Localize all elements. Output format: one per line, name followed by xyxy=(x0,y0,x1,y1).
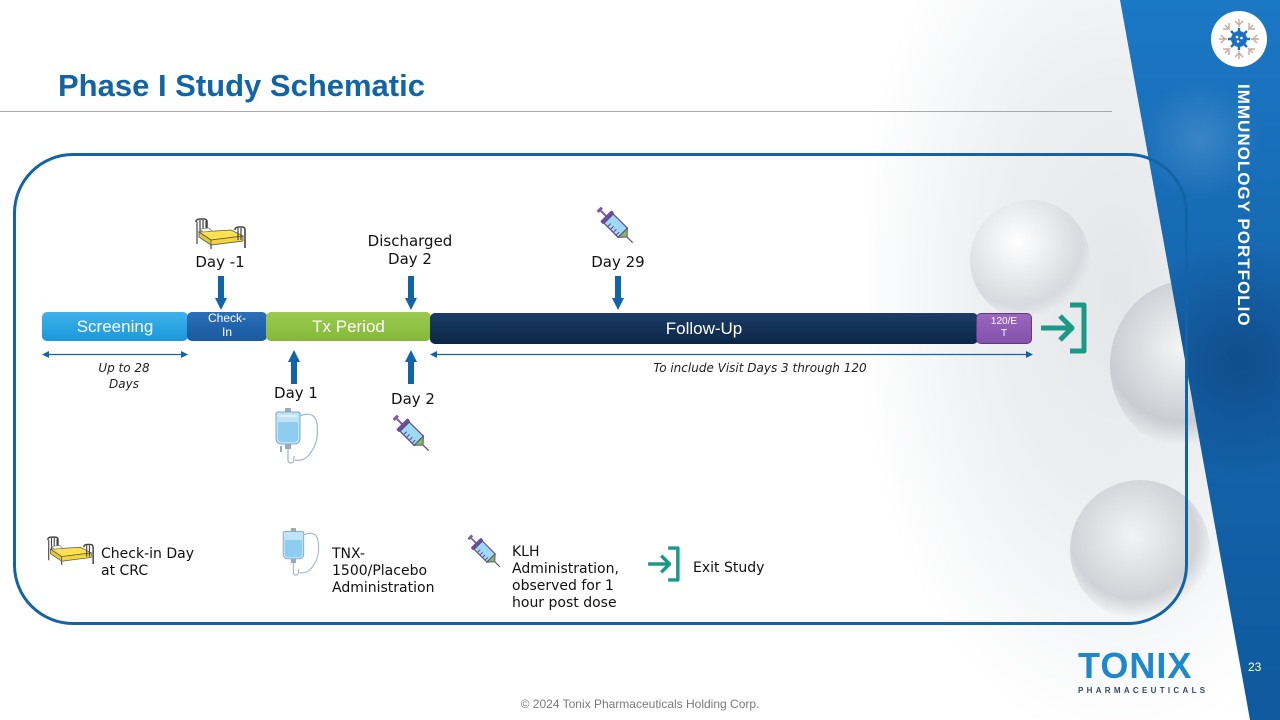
legend-klh-line4: hour post dose xyxy=(512,595,617,611)
marker-discharged-line1: Discharged xyxy=(367,232,453,250)
legend-klh-line1: KLH xyxy=(512,544,540,560)
syringe-icon xyxy=(392,414,430,452)
phase-screening: Screening xyxy=(42,312,188,341)
title-divider xyxy=(0,111,1112,112)
screening-range-line2: Days xyxy=(109,377,139,391)
follow-up-range-arrow xyxy=(430,351,1033,358)
legend-tnx-line3: Administration xyxy=(332,580,435,596)
exit-icon xyxy=(1041,302,1087,354)
marker-discharged-line2: Day 2 xyxy=(388,250,432,268)
screening-range-line1: Up to 28 xyxy=(98,361,150,375)
legend-iv-bag-icon xyxy=(282,528,320,576)
legend-check-in-text: Check-in Day at CRC xyxy=(101,546,194,580)
iv-bag-icon xyxy=(275,408,318,464)
down-arrow-icon xyxy=(215,276,227,310)
marker-day-minus-1-label: Day -1 xyxy=(195,253,245,271)
syringe-icon xyxy=(596,206,634,244)
phase-tx-period: Tx Period xyxy=(266,312,431,341)
virus-icon xyxy=(1219,19,1259,59)
legend-bed-icon xyxy=(47,536,94,565)
legend-check-in-line2: at CRC xyxy=(101,563,149,579)
screening-range-arrow xyxy=(42,351,188,358)
up-arrow-icon xyxy=(405,350,417,384)
legend-check-in-line1: Check-in Day xyxy=(101,546,194,562)
tonix-logo-sub: PHARMACEUTICALS xyxy=(1078,686,1209,695)
marker-day-29-label: Day 29 xyxy=(591,253,645,271)
page-number: 23 xyxy=(1248,660,1262,674)
phase-end-of-treatment: 120/ET xyxy=(976,313,1032,344)
legend-klh-text: KLH Administration, observed for 1 hour … xyxy=(512,544,619,612)
up-arrow-icon xyxy=(288,350,300,384)
phase-end-of-treatment-label: 120/ET xyxy=(990,315,1018,339)
tonix-logo: TONIX PHARMACEUTICALS xyxy=(1078,648,1208,698)
phase-check-in-label: Check-In xyxy=(207,312,246,339)
legend-klh-line2: Administration, xyxy=(512,561,619,577)
legend-tnx-line2: 1500/Placebo xyxy=(332,563,428,579)
down-arrow-icon xyxy=(405,276,417,310)
legend-exit-icon xyxy=(648,546,680,582)
tonix-logo-word: TONIX xyxy=(1078,645,1193,686)
bubble xyxy=(970,200,1090,320)
legend-tnx-text: TNX- 1500/Placebo Administration xyxy=(332,546,434,597)
immunology-logo xyxy=(1211,11,1267,67)
copyright-footer: © 2024 Tonix Pharmaceuticals Holding Cor… xyxy=(520,697,760,711)
bed-icon xyxy=(195,218,246,249)
down-arrow-icon xyxy=(612,276,624,310)
portfolio-label: IMMUNOLOGY PORTFOLIO xyxy=(1234,84,1253,327)
legend-exit-text: Exit Study xyxy=(693,560,765,576)
phase-check-in: Check-In xyxy=(187,312,267,341)
marker-day-1-label: Day 1 xyxy=(274,384,318,402)
legend-tnx-line1: TNX- xyxy=(332,546,365,562)
follow-up-range-text: To include Visit Days 3 through 120 xyxy=(653,361,867,375)
legend-syringe-icon xyxy=(467,534,501,568)
schematic-frame xyxy=(13,153,1188,625)
slide-title: Phase I Study Schematic xyxy=(58,68,425,103)
phase-follow-up: Follow-Up xyxy=(430,313,978,344)
legend-klh-line3: observed for 1 xyxy=(512,578,614,594)
marker-day-2-label: Day 2 xyxy=(391,390,435,408)
